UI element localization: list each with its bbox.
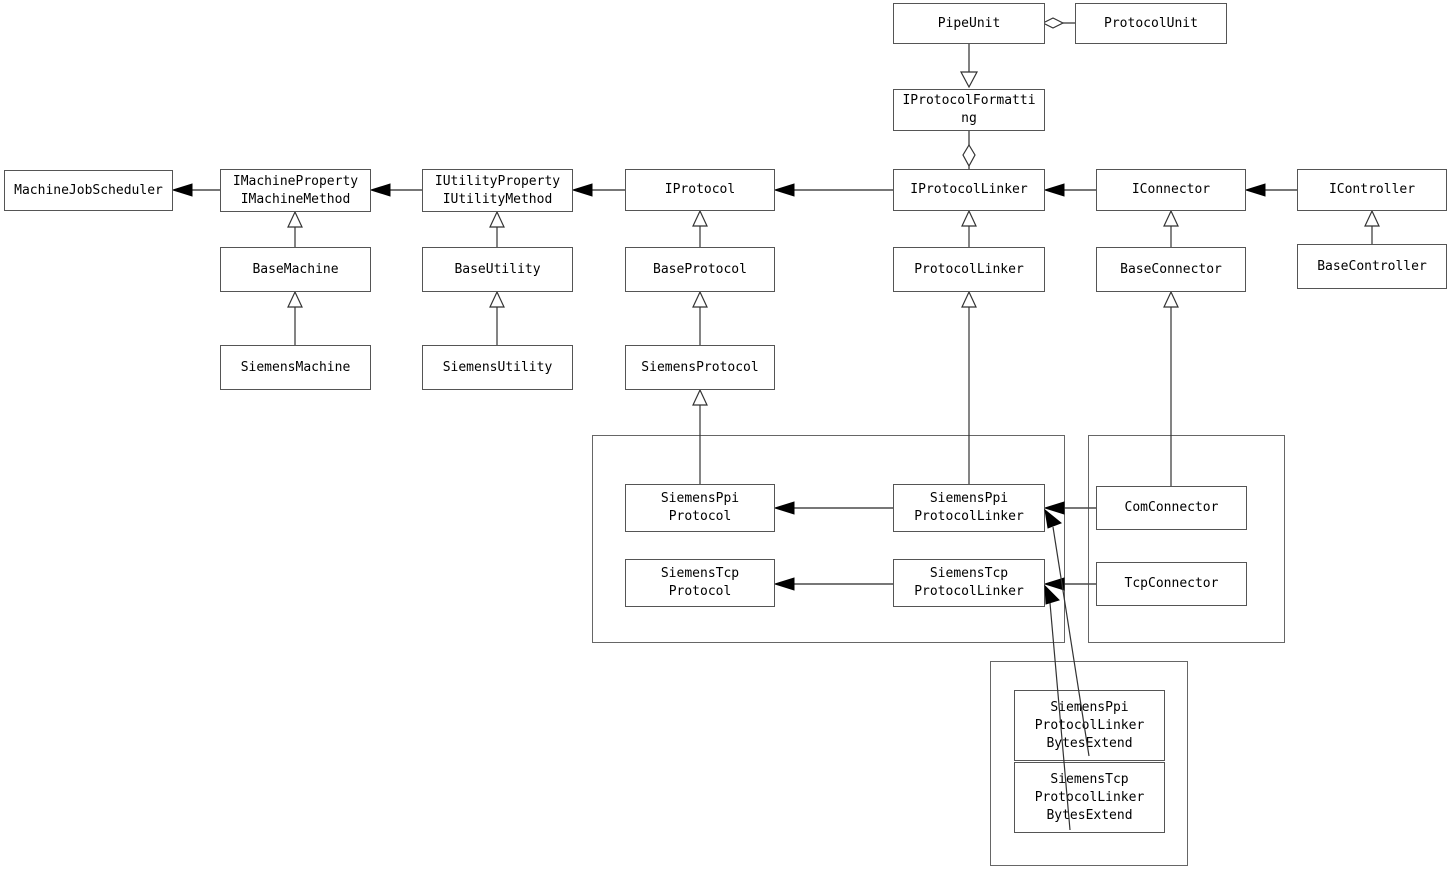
class-box-base-machine[interactable]: BaseMachine: [220, 247, 371, 292]
edge-baseConnector-iConnector: [1163, 209, 1179, 247]
group-connector: [1088, 435, 1285, 643]
class-box-base-controller[interactable]: BaseController: [1297, 244, 1447, 289]
class-box-iconnector[interactable]: IConnector: [1096, 169, 1246, 211]
edge-baseUtility-iUtilityProperty: [489, 210, 505, 247]
edge-iMachineProperty-machineJobScheduler: [171, 183, 220, 197]
edge-baseController-iController: [1364, 209, 1380, 244]
class-box-pipe-unit[interactable]: PipeUnit: [893, 3, 1045, 44]
class-box-icontroller[interactable]: IController: [1297, 169, 1447, 211]
edge-iUtilityProperty-iMachineProperty: [369, 183, 422, 197]
class-box-imachine-property[interactable]: IMachineProperty IMachineMethod: [220, 169, 371, 212]
class-box-base-connector[interactable]: BaseConnector: [1096, 247, 1246, 292]
class-box-iprotocol-linker[interactable]: IProtocolLinker: [893, 169, 1045, 211]
edge-iProtocolLinker-iProtocol: [773, 183, 893, 197]
edge-protocolUnit-pipeUnit: [1041, 17, 1075, 29]
edge-siemensProtocol-baseProtocol: [692, 290, 708, 345]
edge-iProtocolFormatting-iProtocolLinker: [962, 131, 976, 169]
class-box-siemens-ppi-protocol[interactable]: SiemensPpi Protocol: [625, 484, 775, 532]
class-box-siemens-utility[interactable]: SiemensUtility: [422, 345, 573, 390]
edge-siemensMachine-baseMachine: [287, 290, 303, 345]
edge-baseMachine-iMachineProperty: [287, 210, 303, 247]
edge-iConnector-iProtocolLinker: [1043, 183, 1096, 197]
class-box-machine-job-scheduler[interactable]: MachineJobScheduler: [4, 170, 173, 211]
class-box-com-connector[interactable]: ComConnector: [1096, 486, 1247, 530]
edge-pipeUnit-iProtocolFormatting: [960, 44, 978, 89]
class-box-base-utility[interactable]: BaseUtility: [422, 247, 573, 292]
class-box-siemens-machine[interactable]: SiemensMachine: [220, 345, 371, 390]
class-box-siemens-tcp-protocol[interactable]: SiemensTcp Protocol: [625, 559, 775, 607]
class-box-iprotocol-formatting[interactable]: IProtocolFormatti ng: [893, 89, 1045, 131]
edge-protocolLinker-iProtocolLinker: [961, 209, 977, 247]
class-box-tcp-connector[interactable]: TcpConnector: [1096, 562, 1247, 606]
class-box-protocol-linker[interactable]: ProtocolLinker: [893, 247, 1045, 292]
group-siemens-protocol: [592, 435, 1065, 643]
edge-iController-iConnector: [1244, 183, 1297, 197]
edge-iProtocol-iUtilityProperty: [571, 183, 625, 197]
class-box-base-protocol[interactable]: BaseProtocol: [625, 247, 775, 292]
class-box-siemens-tcp-protocol-linker-bytes-extend[interactable]: SiemensTcp ProtocolLinker BytesExtend: [1014, 762, 1165, 833]
class-box-siemens-ppi-protocol-linker-bytes-extend[interactable]: SiemensPpi ProtocolLinker BytesExtend: [1014, 690, 1165, 761]
class-box-siemens-ppi-protocol-linker[interactable]: SiemensPpi ProtocolLinker: [893, 484, 1045, 532]
class-box-iprotocol[interactable]: IProtocol: [625, 169, 775, 211]
class-box-protocol-unit[interactable]: ProtocolUnit: [1075, 3, 1227, 44]
edge-baseProtocol-iProtocol: [692, 209, 708, 247]
class-box-iutility-property[interactable]: IUtilityProperty IUtilityMethod: [422, 169, 573, 212]
class-box-siemens-tcp-protocol-linker[interactable]: SiemensTcp ProtocolLinker: [893, 559, 1045, 607]
class-box-siemens-protocol[interactable]: SiemensProtocol: [625, 345, 775, 390]
edge-siemensUtility-baseUtility: [489, 290, 505, 345]
